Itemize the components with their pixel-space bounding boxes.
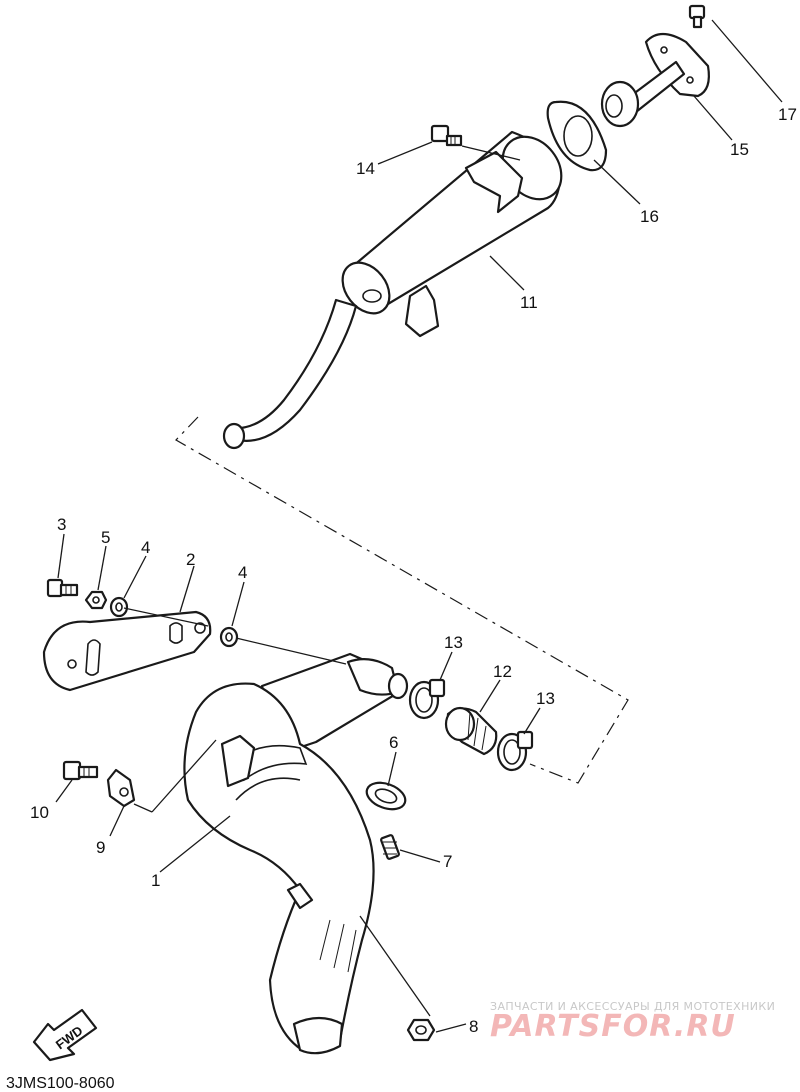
callout-1: 1 — [151, 871, 160, 890]
callout-6: 6 — [389, 733, 398, 752]
callout-3: 3 — [57, 515, 66, 534]
callout-13-left: 13 — [444, 633, 463, 652]
part-8-nut — [406, 1018, 436, 1042]
part-4-washer-a — [109, 596, 129, 618]
callout-labels: 1 2 3 4 4 5 6 7 8 9 10 11 12 13 13 14 15… — [30, 105, 797, 1036]
part-2-bracket — [42, 610, 212, 692]
callout-12: 12 — [493, 662, 512, 681]
callout-9: 9 — [96, 838, 105, 857]
part-4-washer-b — [219, 626, 239, 648]
part-1-exhaust-pipe — [183, 652, 409, 1055]
callout-8: 8 — [469, 1017, 478, 1036]
part-9-damper — [106, 768, 136, 808]
part-10-bolt — [62, 760, 99, 781]
callout-14: 14 — [356, 159, 375, 178]
callout-10: 10 — [30, 803, 49, 822]
part-14-bolt — [430, 124, 463, 147]
callout-11: 11 — [520, 293, 538, 312]
part-15-tail-pipe — [600, 32, 710, 128]
part-12-joint — [444, 706, 498, 756]
callout-7: 7 — [443, 852, 452, 871]
part-13-clamp-a — [408, 678, 446, 720]
leader-lines — [55, 19, 783, 1033]
callout-13-right: 13 — [536, 689, 555, 708]
callout-15: 15 — [730, 140, 749, 159]
callout-16: 16 — [640, 207, 659, 226]
fwd-arrow-icon: FWD — [32, 1008, 98, 1062]
part-17-bolt — [688, 4, 706, 29]
part-3-bolt — [46, 578, 79, 598]
part-13-clamp-b — [496, 730, 534, 772]
watermark: ЗАПЧАСТИ И АКСЕССУАРЫ ДЛЯ МОТОТЕХНИКИ PA… — [490, 1000, 775, 1044]
callout-2: 2 — [186, 550, 195, 569]
assembly-outline — [175, 416, 629, 784]
callout-5: 5 — [101, 528, 110, 547]
part-7-stud — [380, 834, 400, 860]
callout-4-upper: 4 — [141, 538, 150, 557]
watermark-tagline: ЗАПЧАСТИ И АКСЕССУАРЫ ДЛЯ МОТОТЕХНИКИ — [490, 1000, 775, 1013]
part-6-seal — [365, 781, 407, 811]
part-5-nut — [84, 590, 108, 610]
callout-4-lower: 4 — [238, 563, 247, 582]
part-16-gasket — [546, 100, 608, 172]
diagram-code: 3JMS100-8060 — [6, 1075, 115, 1092]
callout-17: 17 — [778, 105, 797, 124]
part-11-silencer — [222, 130, 563, 450]
watermark-brand: PARTSFOR.RU — [490, 1009, 736, 1044]
